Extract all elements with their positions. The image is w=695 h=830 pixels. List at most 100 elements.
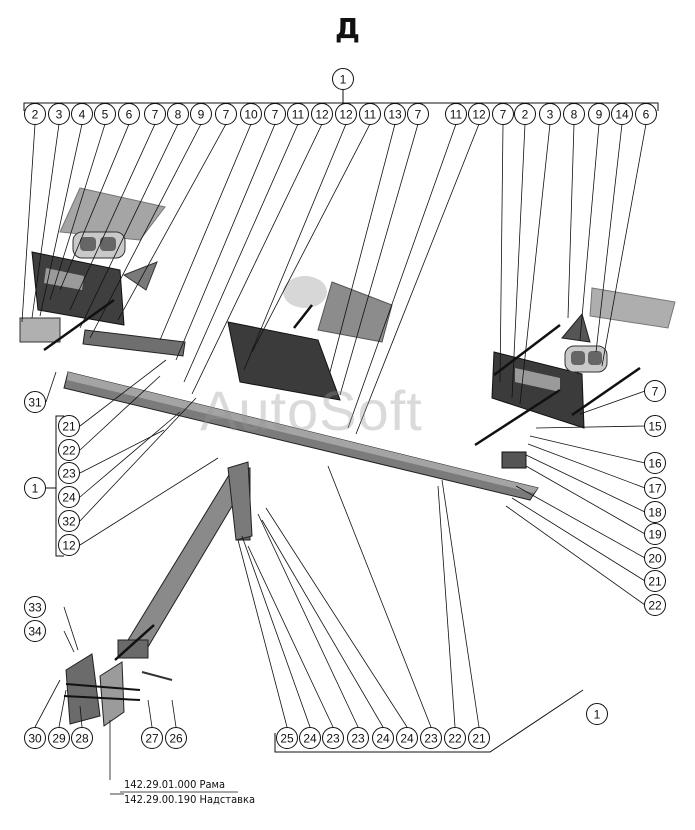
callout-lower-left-6: 27: [141, 727, 163, 749]
svg-text:7: 7: [500, 108, 507, 122]
callout-lower-left-3: 30: [24, 727, 46, 749]
svg-text:12: 12: [472, 108, 486, 122]
callout-bottom-7: 23: [420, 727, 442, 749]
svg-text:25: 25: [280, 732, 294, 746]
svg-text:1: 1: [594, 708, 601, 722]
callout-bottom-9: 21: [468, 727, 490, 749]
leader-lines: [21, 123, 647, 795]
svg-text:7: 7: [223, 108, 230, 122]
svg-text:31: 31: [28, 396, 42, 410]
callout-bottom-8: 22: [444, 727, 466, 749]
right-small-block: [501, 451, 527, 469]
callout-top-18: 11: [445, 103, 467, 125]
callout-bottom-4: 23: [347, 727, 369, 749]
svg-text:24: 24: [376, 732, 390, 746]
callout-lower-left-2: 34: [24, 620, 46, 642]
svg-text:9: 9: [198, 108, 205, 122]
callout-top-25: 14: [611, 103, 633, 125]
svg-text:11: 11: [292, 108, 305, 122]
callout-top-9: 7: [215, 103, 237, 125]
svg-text:33: 33: [28, 601, 42, 615]
bottom-bracket: [274, 689, 584, 753]
svg-text:9: 9: [596, 108, 603, 122]
svg-text:10: 10: [244, 108, 258, 122]
svg-text:29: 29: [52, 732, 66, 746]
svg-text:22: 22: [62, 444, 76, 458]
svg-text:28: 28: [75, 732, 89, 746]
right-triangle-reflector: [561, 312, 591, 343]
callout-top-15: 11: [359, 103, 381, 125]
svg-text:5: 5: [102, 108, 109, 122]
svg-text:13: 13: [388, 108, 402, 122]
callout-bottom-5: 24: [372, 727, 394, 749]
callout-top-14: 12: [335, 103, 357, 125]
left-lamp: [72, 231, 126, 259]
svg-text:2: 2: [32, 108, 39, 122]
center-circle-decal: [283, 276, 327, 308]
svg-text:20: 20: [648, 552, 662, 566]
assembly-arrows: [43, 298, 641, 661]
callout-right-5: 18: [644, 501, 666, 523]
svg-text:18: 18: [648, 506, 662, 520]
callout-right-2: 15: [644, 415, 666, 437]
callout-bottom-right: 1: [586, 703, 608, 725]
callout-top-23: 8: [563, 103, 585, 125]
callout-right-1: 7: [644, 380, 666, 402]
callout-top-2: 3: [48, 103, 70, 125]
left-triangle-reflector: [122, 261, 158, 291]
callout-top-26: 6: [635, 103, 657, 125]
svg-text:11: 11: [450, 108, 463, 122]
svg-text:21: 21: [62, 420, 76, 434]
callout-lower-left-1: 33: [24, 596, 46, 618]
svg-text:26: 26: [169, 732, 183, 746]
callout-right-9: 22: [644, 594, 666, 616]
svg-text:12: 12: [62, 539, 76, 553]
callout-bottom-6: 24: [396, 727, 418, 749]
svg-text:22: 22: [648, 599, 662, 613]
diagram-title: Д: [335, 12, 360, 45]
callout-top-6: 7: [144, 103, 166, 125]
callout-top-20: 7: [492, 103, 514, 125]
svg-text:6: 6: [643, 108, 650, 122]
svg-text:11: 11: [364, 108, 377, 122]
callout-top-13: 12: [311, 103, 333, 125]
svg-text:7: 7: [652, 385, 659, 399]
callout-top-21: 2: [514, 103, 536, 125]
svg-text:23: 23: [351, 732, 365, 746]
callout-lower-left-5: 28: [71, 727, 93, 749]
callout-top-7: 8: [167, 103, 189, 125]
svg-text:34: 34: [28, 625, 42, 639]
svg-text:15: 15: [648, 420, 662, 434]
svg-text:1: 1: [340, 73, 347, 87]
callout-top-17: 7: [407, 103, 429, 125]
callout-top-11: 7: [264, 103, 286, 125]
svg-text:3: 3: [547, 108, 554, 122]
svg-text:16: 16: [648, 457, 662, 471]
callout-left-3: 22: [58, 439, 80, 461]
callout-top-24: 9: [588, 103, 610, 125]
callout-lower-left-7: 26: [165, 727, 187, 749]
svg-text:23: 23: [424, 732, 438, 746]
hitch-plate-rear: [99, 661, 125, 727]
svg-text:24: 24: [62, 491, 76, 505]
callout-right-6: 19: [644, 523, 666, 545]
callout-top-5: 6: [118, 103, 140, 125]
callout-bottom-2: 24: [299, 727, 321, 749]
right-lamp: [564, 345, 608, 373]
callout-top-19: 12: [468, 103, 490, 125]
callout-bottom-3: 23: [322, 727, 344, 749]
callout-top-assembly: 1: [332, 68, 354, 90]
svg-text:6: 6: [126, 108, 133, 122]
svg-text:12: 12: [339, 108, 353, 122]
callout-top-16: 13: [384, 103, 406, 125]
callout-top-22: 3: [539, 103, 561, 125]
svg-text:23: 23: [62, 467, 76, 481]
svg-text:8: 8: [571, 108, 578, 122]
callout-top-3: 4: [71, 103, 93, 125]
callout-right-8: 21: [644, 570, 666, 592]
towbar-boom-top: [227, 461, 253, 541]
svg-text:2: 2: [522, 108, 529, 122]
svg-text:7: 7: [415, 108, 422, 122]
